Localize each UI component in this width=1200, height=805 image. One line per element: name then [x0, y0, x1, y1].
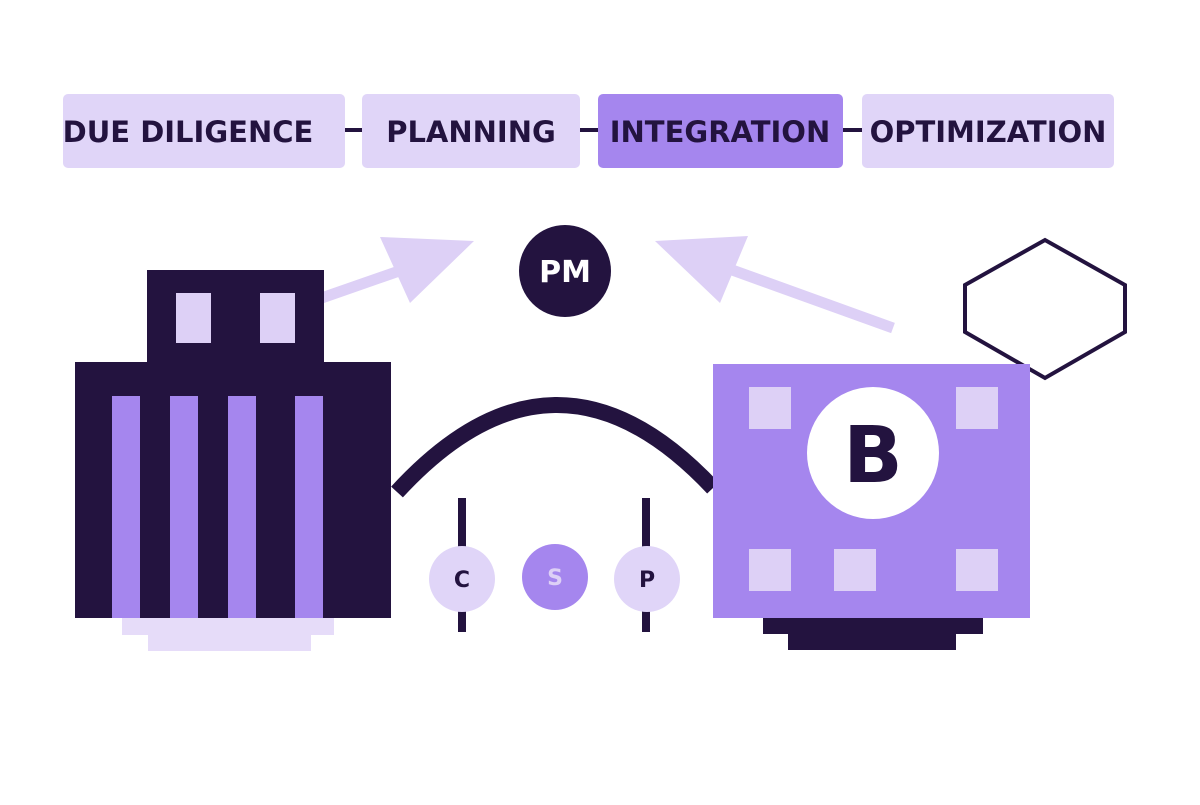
phase-optimization[interactable]: OPTIMIZATION [862, 94, 1114, 168]
phase-connector [345, 128, 363, 132]
pm-label: PM [539, 255, 591, 290]
connector-group: C S P [429, 498, 680, 632]
company-b-label: B [843, 411, 902, 501]
phase-bar: DUE DILIGENCE PLANNING INTEGRATION OPTIM… [63, 94, 1114, 168]
building-column [228, 396, 256, 618]
building-window [260, 293, 295, 343]
building-column [295, 396, 323, 618]
phase-planning[interactable]: PLANNING [362, 94, 580, 168]
building-base [148, 635, 311, 651]
connector-label: P [639, 568, 655, 593]
phase-label: INTEGRATION [610, 115, 830, 149]
connector-label: S [547, 566, 563, 591]
connection-arc [391, 397, 719, 498]
phase-label: OPTIMIZATION [870, 115, 1107, 149]
connector-c[interactable]: C [429, 546, 495, 612]
building-base [122, 618, 334, 635]
building-window [749, 387, 791, 429]
building-window [956, 387, 998, 429]
company-b-badge [807, 387, 939, 519]
hexagon-icon [963, 237, 1127, 381]
phase-integration[interactable]: INTEGRATION [598, 94, 843, 168]
building-window [834, 549, 876, 591]
connector-p[interactable]: P [614, 546, 680, 612]
phase-label: DUE DILIGENCE [63, 115, 314, 149]
building-base [763, 618, 983, 634]
office-building-icon [75, 270, 391, 651]
phase-due-diligence[interactable]: DUE DILIGENCE [63, 94, 345, 168]
arrow-icon [655, 236, 895, 334]
connector-label: C [454, 568, 470, 593]
building-window [956, 549, 998, 591]
phase-label: PLANNING [386, 115, 556, 149]
building-window [749, 549, 791, 591]
building-window [176, 293, 211, 343]
building-base [788, 634, 956, 650]
pm-node: PM [519, 225, 611, 317]
phase-connector [843, 128, 862, 132]
phase-connector [580, 128, 598, 132]
company-b-building-icon: B [713, 364, 1030, 650]
building-column [170, 396, 198, 618]
building-column [112, 396, 140, 618]
connector-s[interactable]: S [522, 544, 588, 610]
